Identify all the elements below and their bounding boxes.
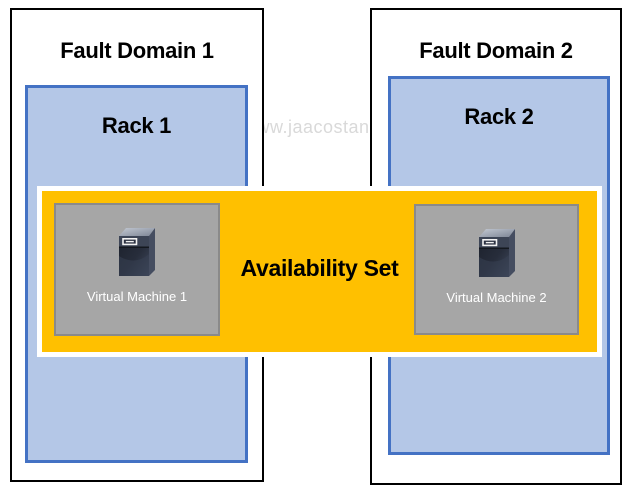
vm-1-box: Virtual Machine 1 [54,203,220,336]
vm-2-box: Virtual Machine 2 [414,204,579,335]
vm-2-label: Virtual Machine 2 [446,290,547,305]
vm-1-label: Virtual Machine 1 [86,289,188,304]
watermark: www.jaacostan.com [243,117,411,137]
fault-domain-1-label: Fault Domain 1 [60,38,214,63]
server-icon [119,228,155,276]
server-icon [478,229,515,277]
rack-1-label: Rack 1 [101,113,172,138]
fault-domain-2-label: Fault Domain 2 [419,38,573,63]
availability-set-label: Availability Set [240,255,399,281]
rack-2-label: Rack 2 [464,104,534,129]
